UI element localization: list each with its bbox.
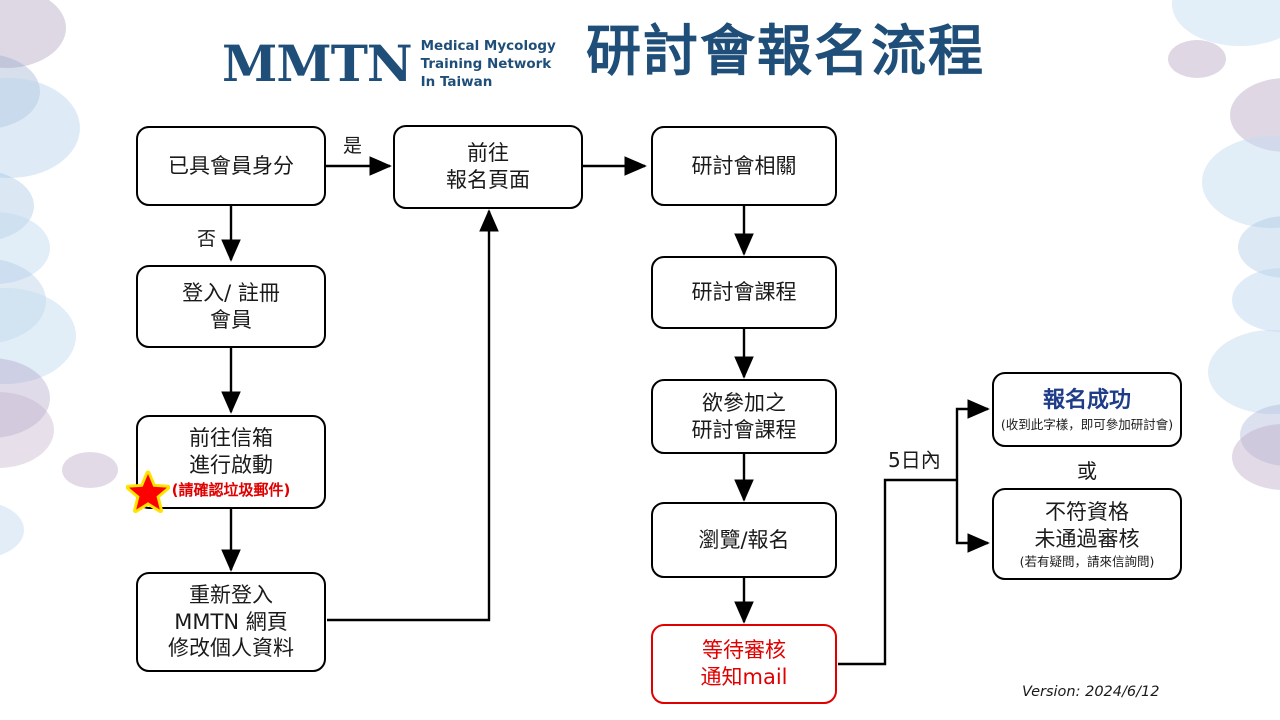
node-register[interactable]: 登入/ 註冊 會員 xyxy=(136,265,326,348)
node-member-check[interactable]: 已具會員身分 xyxy=(136,126,326,206)
node-seminar-course-line1: 研討會課程 xyxy=(691,280,797,305)
node-activate-mail-line2: 進行啟動 xyxy=(189,453,273,477)
node-await-review-line1: 等待審核 xyxy=(702,638,786,663)
node-relogin-line2: MMTN 網頁 xyxy=(174,609,288,634)
node-go-signup-page-line2: 報名頁面 xyxy=(446,168,530,192)
node-go-signup-page-line1: 前往 xyxy=(467,141,509,166)
logo-wordmark: MMTN xyxy=(222,34,413,93)
node-rejected-line2: 未通過審核 xyxy=(1034,526,1140,551)
node-relogin-line1: 重新登入 xyxy=(189,582,273,607)
node-success-line1: 報名成功 xyxy=(1042,387,1131,413)
edge-label-no: 否 xyxy=(197,228,217,250)
logo-tagline: Medical Mycology Training Network In Tai… xyxy=(421,36,556,92)
node-activate-mail[interactable]: 前往信箱 進行啟動 (請確認垃圾郵件) xyxy=(136,415,326,509)
node-relogin-line3: 修改個人資料 xyxy=(168,636,294,661)
node-seminar-info-line1: 研討會相關 xyxy=(691,153,797,178)
node-await-review-line2: 通知mail xyxy=(700,665,788,689)
logo-tagline-line1: Medical Mycology xyxy=(420,38,556,55)
node-desired-course[interactable]: 欲參加之 研討會課程 xyxy=(651,379,837,454)
node-go-signup-page[interactable]: 前往 報名頁面 xyxy=(393,125,583,209)
node-seminar-info[interactable]: 研討會相關 xyxy=(651,126,837,206)
page-title: 研討會報名流程 xyxy=(586,19,986,83)
red-star-icon xyxy=(126,470,170,514)
edge-label-yes: 是 xyxy=(343,135,363,157)
mmtn-logo: MMTN Medical Mycology Training Network I… xyxy=(222,33,567,95)
node-browse-signup-line1: 瀏覽/報名 xyxy=(698,527,790,552)
node-activate-mail-line1: 前往信箱 xyxy=(189,426,273,451)
logo-tagline-line3: In Taiwan xyxy=(420,73,493,90)
logo-tagline-line2: Training Network xyxy=(420,56,552,73)
node-desired-course-line1: 欲參加之 xyxy=(702,390,786,415)
node-browse-signup[interactable]: 瀏覽/報名 xyxy=(651,502,837,578)
node-await-review[interactable]: 等待審核 通知mail xyxy=(651,624,837,704)
version-label: Version: 2024/6/12 xyxy=(1022,684,1160,700)
node-activate-mail-note: (請確認垃圾郵件) xyxy=(171,480,291,499)
node-member-check-line1: 已具會員身分 xyxy=(168,153,294,178)
node-success-note: (收到此字樣，即可參加研討會) xyxy=(1000,417,1174,433)
edge-label-within-five-days: 5日內 xyxy=(888,448,941,472)
node-rejected-line1: 不符資格 xyxy=(1045,499,1129,524)
node-register-line1: 登入/ 註冊 xyxy=(182,280,280,305)
node-desired-course-line2: 研討會課程 xyxy=(691,417,797,442)
edge-label-or: 或 xyxy=(1077,459,1097,483)
node-success[interactable]: 報名成功 (收到此字樣，即可參加研討會) xyxy=(992,372,1182,447)
node-rejected-note: (若有疑問，請來信詢問) xyxy=(1019,554,1155,570)
node-rejected[interactable]: 不符資格 未通過審核 (若有疑問，請來信詢問) xyxy=(992,488,1182,580)
node-seminar-course[interactable]: 研討會課程 xyxy=(651,256,837,329)
node-register-line2: 會員 xyxy=(210,307,252,332)
node-relogin[interactable]: 重新登入 MMTN 網頁 修改個人資料 xyxy=(136,572,326,672)
